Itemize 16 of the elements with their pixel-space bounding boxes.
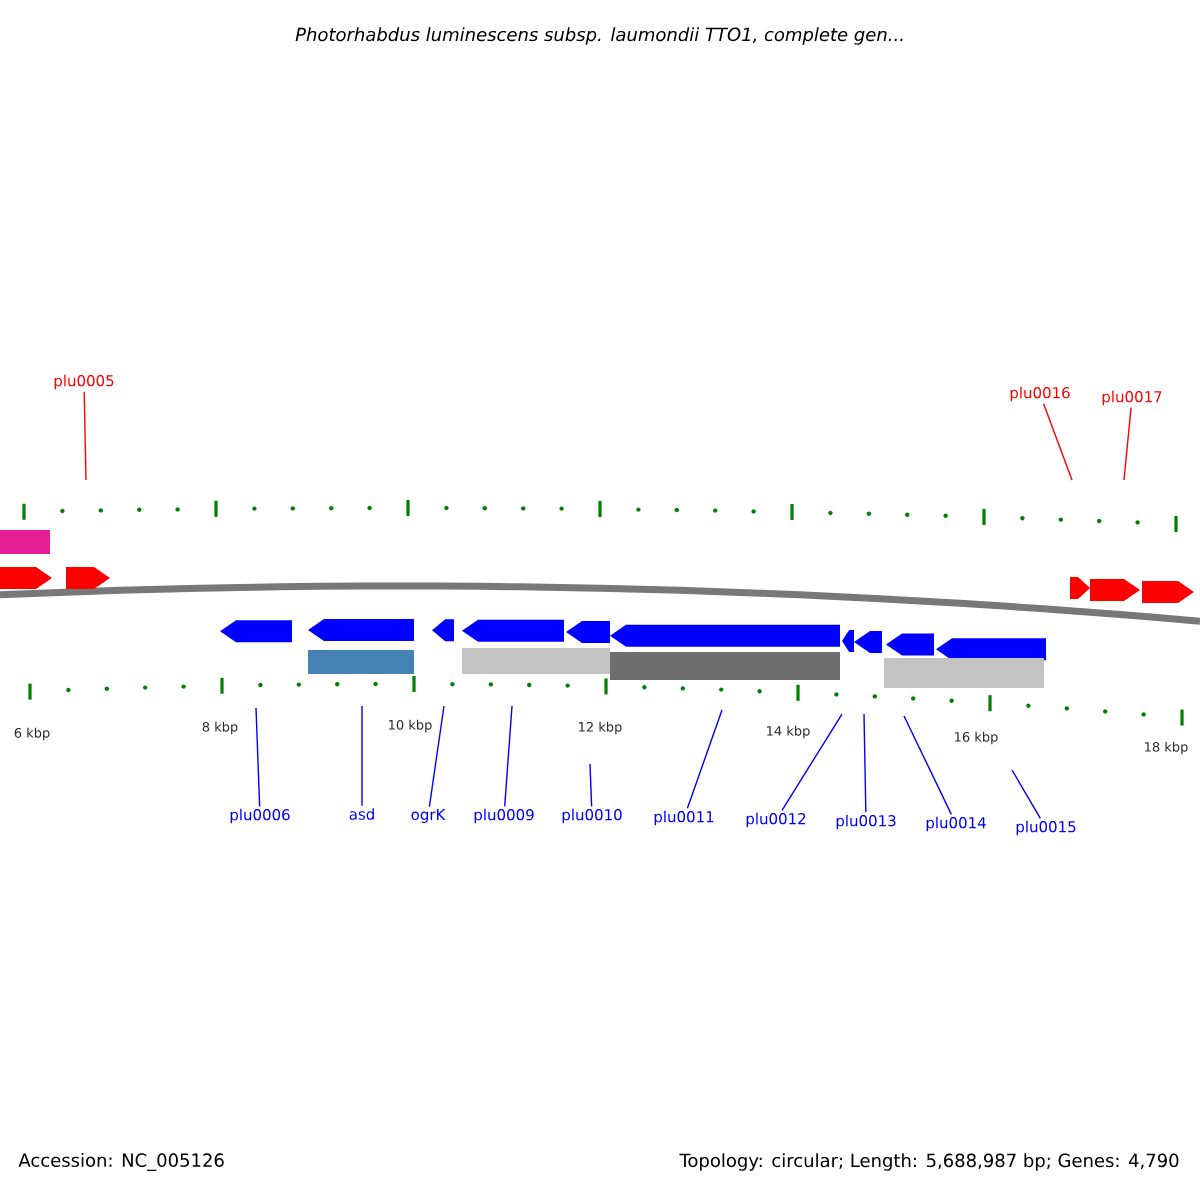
leader-line xyxy=(589,763,593,808)
title: Photorhabdus luminescens subsp. laumondii TTO1, complete gen... xyxy=(295,27,903,45)
footer-text: Topology: circular; Length: 5,688,987 bp; Genes: 4,790 xyxy=(679,1153,1179,1171)
footer-text: Accession: NC_005126 xyxy=(18,1153,224,1171)
leader-line xyxy=(83,390,87,481)
leader-line xyxy=(504,705,513,808)
leader-line xyxy=(428,705,445,808)
leader-line xyxy=(1042,402,1073,481)
leader-line xyxy=(1011,769,1042,820)
leader-line xyxy=(781,713,843,812)
leader-line xyxy=(361,705,363,807)
leader-line xyxy=(1123,406,1132,481)
leader-line xyxy=(863,713,867,814)
leader-line xyxy=(903,715,953,816)
leader-line xyxy=(255,707,261,808)
leader-line xyxy=(686,709,723,810)
